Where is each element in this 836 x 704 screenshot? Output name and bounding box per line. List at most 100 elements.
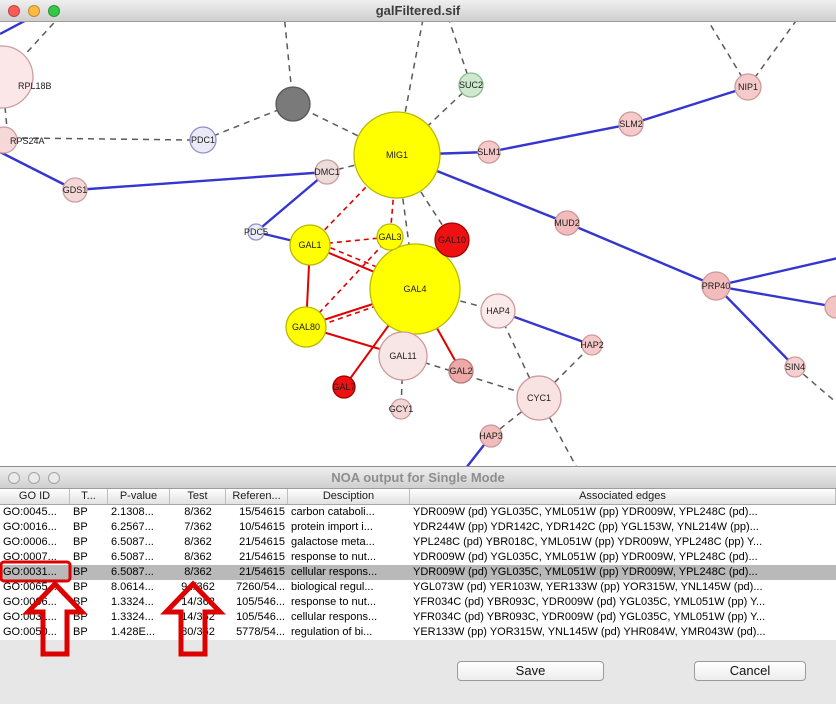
network-node-pdc5[interactable] [247,223,265,241]
minimize-button-inactive[interactable] [28,471,40,484]
table-cell: YDR009W (pd) YGL035C, YML051W (pp) YDR00… [413,566,758,578]
table-cell: 6.5087... [111,536,154,548]
table-cell: protein import i... [291,521,373,533]
network-node-pdc1[interactable] [189,126,217,154]
network-node-hap3[interactable] [479,424,503,448]
column-header-desciption[interactable]: Desciption [288,489,410,504]
network-edge-blue[interactable] [74,170,328,192]
network-node-mig1[interactable] [353,111,441,199]
close-button[interactable] [8,4,20,17]
noa-window-title: NOA output for Single Mode [331,470,505,485]
network-node-gds1[interactable] [62,177,88,203]
network-edge-blue[interactable] [715,284,836,309]
network-edge-blue[interactable] [488,122,632,154]
network-edge-gray[interactable] [4,106,8,129]
network-node-cyc1[interactable] [516,375,562,421]
network-node-gal2[interactable] [448,358,474,384]
network-node-gal3[interactable] [376,223,404,251]
network-canvas[interactable]: RPL18BRPS24AGDS1PDC1DMC1MIG1SUC2SLM1SLM2… [0,22,836,466]
column-header-t-[interactable]: T... [70,489,108,504]
save-button[interactable]: Save [457,661,604,681]
minimize-button[interactable] [28,4,40,17]
table-cell: 7/362 [184,521,212,533]
table-cell: 1.3324... [111,596,154,608]
table-cell: 21/54615 [239,551,285,563]
network-node-gal4[interactable] [369,243,461,335]
table-cell: YPL248C (pd) YBR018C, YML051W (pp) YDR00… [413,536,763,548]
network-node-slm2[interactable] [618,111,644,137]
network-window-titlebar[interactable]: galFiltered.sif [0,0,836,22]
close-button-inactive[interactable] [8,471,20,484]
network-node-gal80[interactable] [285,306,327,348]
table-cell: YDR244W (pp) YDR142C, YDR142C (pp) YGL15… [413,521,759,533]
column-header-referen-[interactable]: Referen... [226,489,288,504]
network-node-gcy1[interactable] [390,398,412,420]
network-node-hap4[interactable] [480,293,516,329]
table-cell: cellular respons... [291,611,378,623]
network-node-gal10[interactable] [434,222,470,258]
table-cell: YDR009W (pd) YGL035C, YML051W (pp) YDR00… [413,551,758,563]
column-header-go-id[interactable]: GO ID [0,489,70,504]
table-cell: 21/54615 [239,566,285,578]
network-node-mud2[interactable] [554,210,580,236]
network-edge-gray[interactable] [704,22,749,88]
column-header-associated-edges[interactable]: Associated edges [410,489,836,504]
network-edge-blue[interactable] [566,221,717,288]
network-edge-gray[interactable] [21,137,192,141]
network-node-suc2[interactable] [458,72,484,98]
network-node-nip1[interactable] [734,73,762,101]
network-edge-gray[interactable] [747,22,801,88]
network-node-unlabeled[interactable] [824,295,836,319]
network-edge-blue[interactable] [715,257,836,288]
network-node-gal1[interactable] [289,224,331,266]
table-cell: GO:0006... [3,536,57,548]
zoom-button-inactive[interactable] [48,471,60,484]
network-edge-gray[interactable] [396,84,472,156]
network-node-dmc1[interactable] [314,159,340,185]
network-edge-blue[interactable] [255,171,328,233]
table-cell: biological regul... [291,581,374,593]
table-cell: galactose meta... [291,536,375,548]
network-edge-gray[interactable] [292,103,398,156]
network-node-unlabeled[interactable] [275,86,311,122]
network-node-rps24a[interactable] [0,126,18,154]
network-edge-blue[interactable] [0,150,76,192]
network-node-hap2[interactable] [581,334,603,356]
table-cell: GO:0031... [3,611,57,623]
table-cell: GO:0007... [3,551,57,563]
network-edge-gray[interactable] [19,22,62,61]
column-header-test[interactable]: Test [170,489,226,504]
network-node-slm1[interactable] [477,140,501,164]
network-node-sin4[interactable] [784,356,806,378]
network-edge-blue[interactable] [0,22,34,36]
noa-window-titlebar[interactable]: NOA output for Single Mode [0,467,836,489]
cancel-button[interactable]: Cancel [694,661,806,681]
table-cell: 80/362 [181,626,215,638]
network-node-prp40[interactable] [701,271,731,301]
table-cell: YFR034C (pd) YBR093C, YDR009W (pd) YGL03… [413,611,766,623]
network-edge-blue[interactable] [715,285,796,368]
table-cell: 94/362 [181,581,215,593]
table-cell: 1.3324... [111,611,154,623]
network-node-gal11[interactable] [378,331,428,381]
table-cell: 8/362 [184,566,212,578]
column-header-p-value[interactable]: P-value [108,489,170,504]
zoom-button[interactable] [48,4,60,17]
network-edge-gray[interactable] [794,366,836,404]
network-node-gal7[interactable] [332,375,356,399]
network-edge-blue[interactable] [630,85,749,126]
network-node-rpl18b[interactable] [0,45,34,109]
table-cell: BP [73,551,88,563]
